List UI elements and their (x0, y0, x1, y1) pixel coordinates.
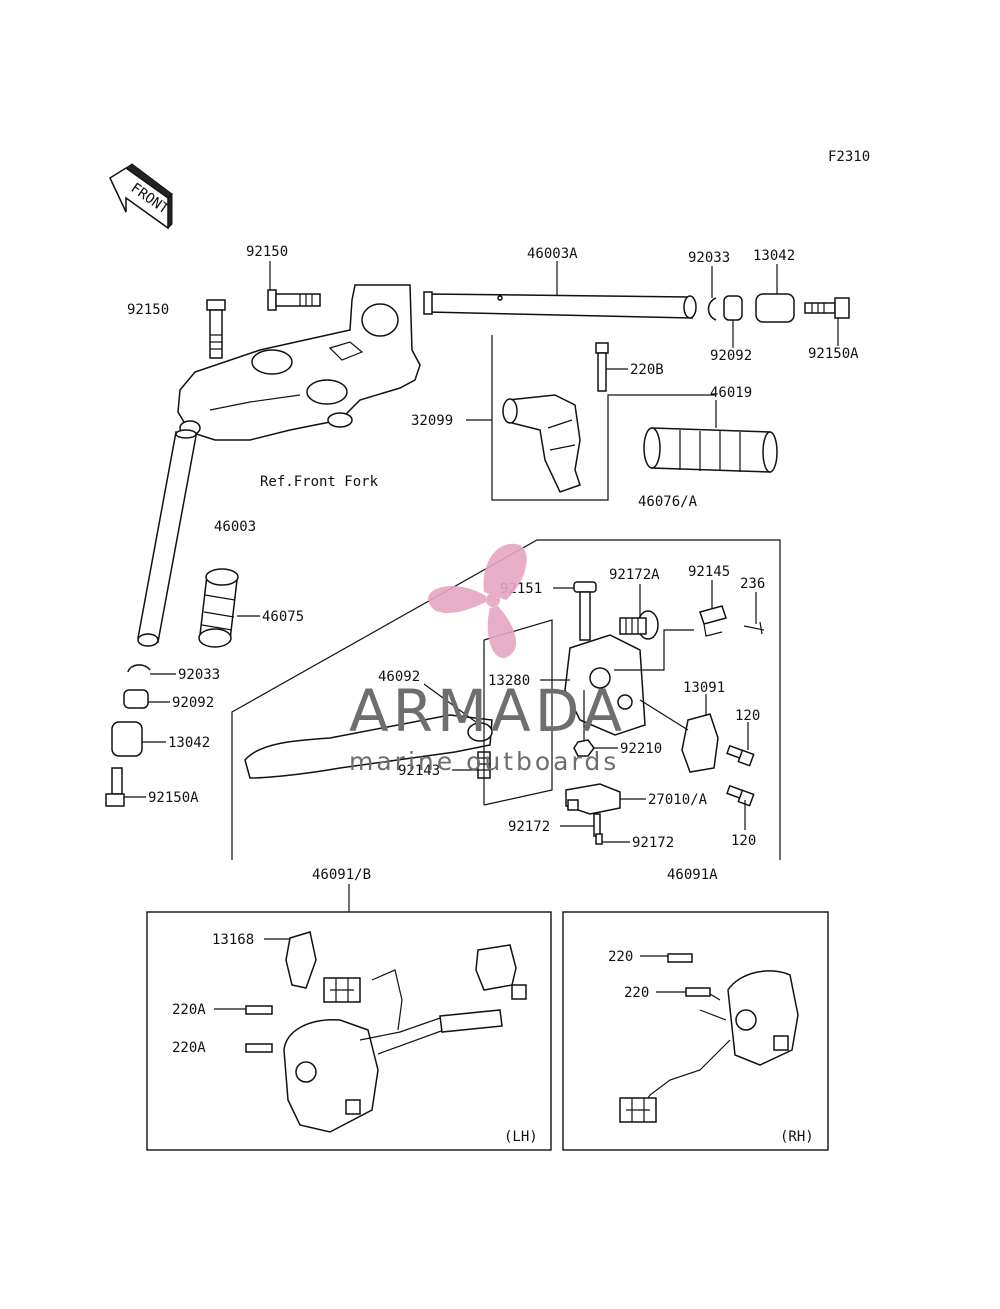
clutch-lever-46092 (244, 714, 493, 779)
label-13042-a: 13042 (753, 248, 795, 264)
bolt-92150a-left (105, 767, 125, 807)
lever-assembly-outline (231, 539, 781, 860)
lh-box-label: (LH) (504, 1129, 538, 1145)
damper-92092-right (723, 295, 743, 321)
propeller-blade-1 (483, 543, 527, 600)
nut-92210 (573, 739, 595, 757)
propeller-blade-3 (487, 606, 517, 659)
label-92172-a: 92172 (508, 819, 550, 835)
throttle-box (491, 335, 716, 501)
watermark-tagline: marine outboards (349, 747, 619, 776)
handlebar-46003 (137, 429, 197, 647)
label-120-a: 120 (735, 708, 760, 724)
screw-220-upper (667, 953, 693, 963)
screw-92172-a (593, 813, 601, 837)
figure-code: F2310 (828, 149, 870, 165)
screw-220-lower (685, 987, 711, 997)
spring-92145 (699, 605, 727, 637)
label-46076a: 46076/A (638, 494, 698, 510)
label-13042-b: 13042 (168, 735, 210, 751)
circlip-92033-left (127, 664, 151, 673)
switch-27010a (565, 783, 621, 815)
circlip-92033-right (707, 297, 717, 321)
pin-236 (743, 621, 765, 635)
rh-switch-housing (639, 970, 799, 1111)
label-92092-b: 92092 (172, 695, 214, 711)
label-46003a: 46003A (527, 246, 578, 262)
clamp-13091 (639, 699, 719, 773)
lh-connector (323, 977, 361, 1003)
rh-box-label: (RH) (780, 1129, 814, 1145)
label-46003: 46003 (214, 519, 256, 535)
screw-120-upper (726, 744, 755, 767)
bolt-92150-horizontal (267, 289, 321, 311)
bolt-92150a-right (804, 297, 850, 319)
label-13091: 13091 (683, 680, 725, 696)
propeller-logo-icon (428, 543, 527, 659)
grip-46075 (198, 568, 239, 648)
label-92210: 92210 (620, 741, 662, 757)
lever-holder-13280 (564, 634, 646, 736)
label-46092: 46092 (378, 669, 420, 685)
label-220-a: 220 (608, 949, 633, 965)
bolt-92151 (573, 581, 597, 641)
rh-switch-box (562, 911, 829, 1151)
label-220-b: 220 (624, 985, 649, 1001)
throttle-grip-32099 (502, 394, 581, 493)
label-220a-a: 220A (172, 1002, 206, 1018)
label-92033-b: 92033 (178, 667, 220, 683)
label-236: 236 (740, 576, 765, 592)
ref-front-fork-label: Ref.Front Fork (260, 474, 379, 490)
front-arrow-icon: FRONT (109, 163, 173, 230)
propeller-blade-2 (428, 585, 486, 614)
cover-13168 (285, 931, 317, 989)
label-27010a: 27010/A (648, 792, 708, 808)
adjuster-link-line (614, 629, 694, 671)
leader-lines (124, 261, 839, 1010)
screw-220b (595, 342, 609, 392)
label-92172a: 92172A (609, 567, 660, 583)
label-46019: 46019 (710, 385, 752, 401)
lh-switch-housing (283, 944, 527, 1133)
label-13168: 13168 (212, 932, 254, 948)
label-46075: 46075 (262, 609, 304, 625)
damper-92092-left (123, 689, 149, 709)
label-46091a: 46091A (667, 867, 718, 883)
screw-220a-lower (245, 1043, 273, 1053)
rh-connector (619, 1097, 657, 1123)
label-92143: 92143 (398, 763, 440, 779)
triple-clamp (177, 284, 421, 441)
label-32099: 32099 (411, 413, 453, 429)
label-92033-a: 92033 (688, 250, 730, 266)
screw-92172-b (595, 833, 603, 845)
label-92150a-a: 92150A (808, 346, 859, 362)
part-labels: 92150 92150 46003A 92033 13042 92092 921… (127, 244, 859, 1145)
label-120-b: 120 (731, 833, 756, 849)
label-92150-b: 92150 (127, 302, 169, 318)
watermark: ARMADA marine outboards (349, 543, 626, 776)
adjuster-92172a (619, 610, 659, 640)
grip-46019 (643, 427, 778, 473)
label-92150-a: 92150 (246, 244, 288, 260)
weight-13042-right (755, 293, 795, 323)
propeller-hub (486, 593, 500, 607)
label-92172-b: 92172 (632, 835, 674, 851)
label-220a-b: 220A (172, 1040, 206, 1056)
handlebar-46003a (423, 291, 697, 319)
label-92145: 92145 (688, 564, 730, 580)
bolt-92150-vertical (206, 299, 226, 359)
label-92150a-b: 92150A (148, 790, 199, 806)
label-13280: 13280 (488, 673, 530, 689)
weight-13042-left (111, 721, 143, 757)
screw-220a-upper (245, 1005, 273, 1015)
label-46091b: 46091/B (312, 867, 371, 883)
label-92092-a: 92092 (710, 348, 752, 364)
watermark-name: ARMADA (349, 677, 626, 745)
pivot-link-box (483, 619, 553, 806)
screw-120-lower (726, 784, 755, 807)
label-220b: 220B (630, 362, 664, 378)
